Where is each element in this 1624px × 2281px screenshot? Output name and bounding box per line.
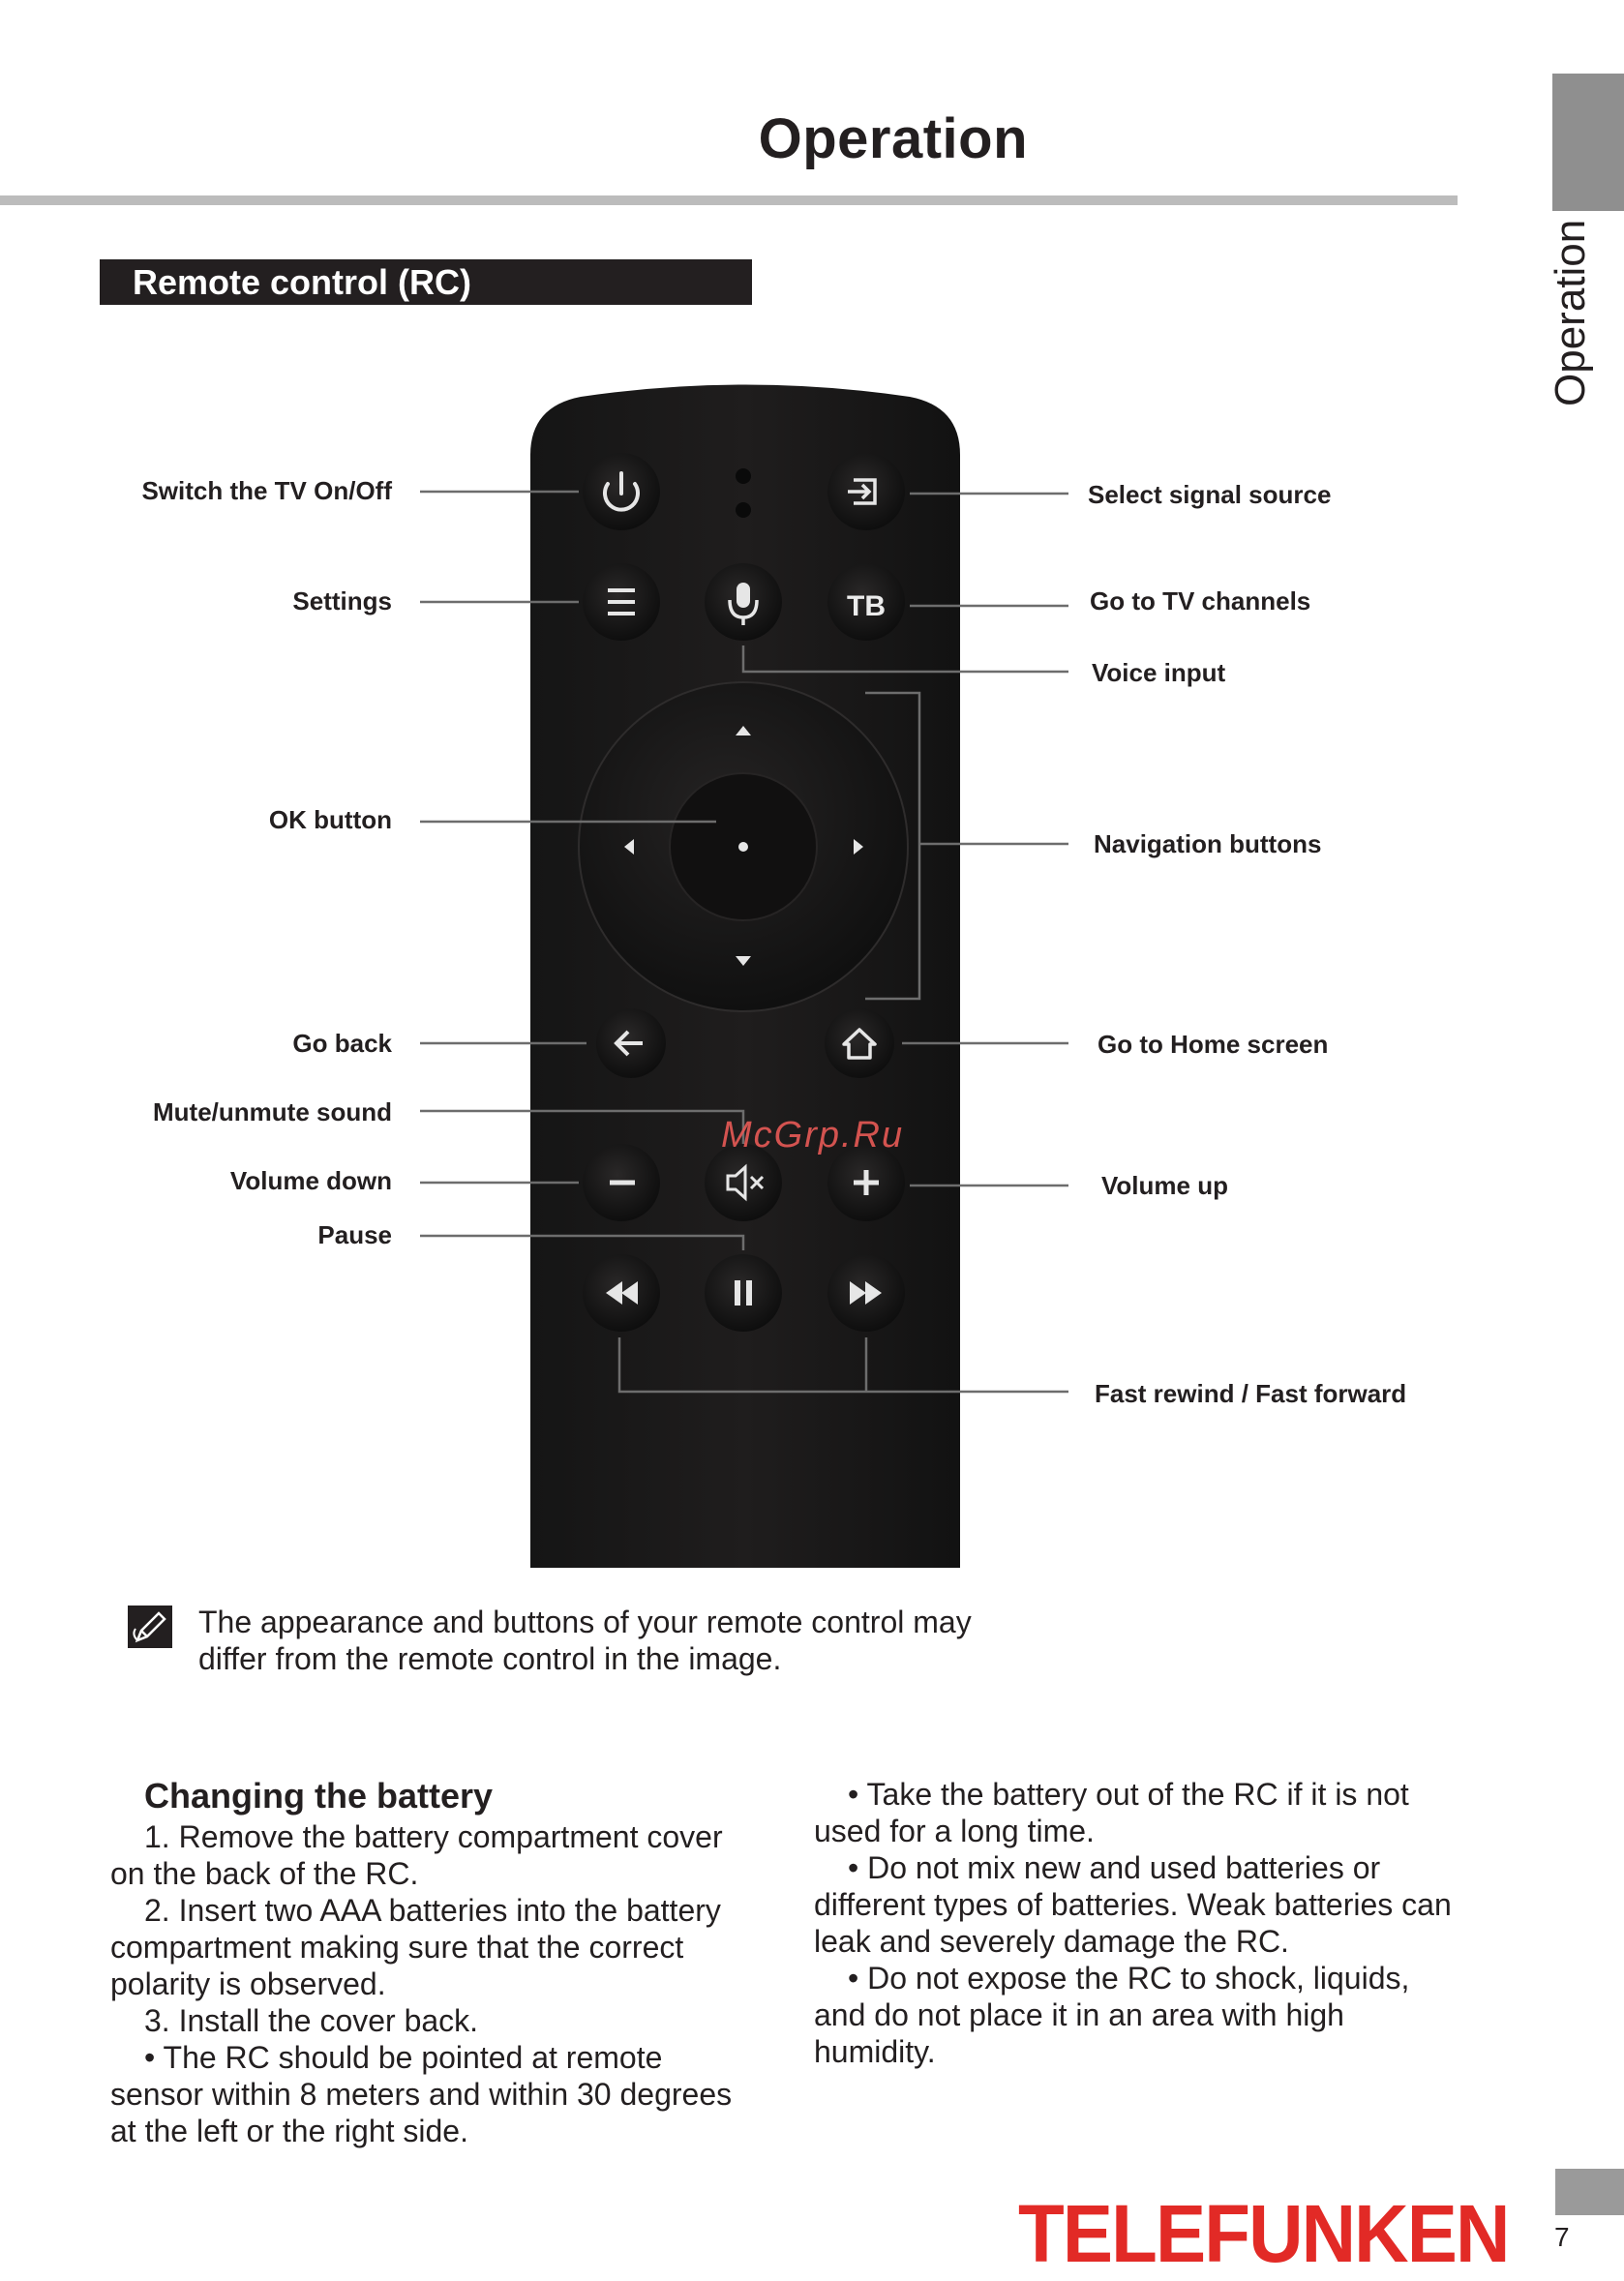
battery-text: humidity. <box>814 2033 1472 2070</box>
battery-text: on the back of the RC. <box>110 1855 749 1892</box>
battery-text: and do not place it in an area with high <box>814 1996 1472 2033</box>
label-ok: OK button <box>5 805 392 835</box>
rewind-button <box>583 1254 660 1332</box>
note-line: The appearance and buttons of your remot… <box>198 1604 1069 1640</box>
label-rewind-forward: Fast rewind / Fast forward <box>1095 1379 1406 1409</box>
battery-text: • Do not expose the RC to shock, liquids… <box>814 1960 1472 1996</box>
battery-text: 3. Install the cover back. <box>110 2002 749 2039</box>
source-button <box>827 453 905 530</box>
tv-button: TB <box>827 563 905 641</box>
battery-column-2: • Take the battery out of the RC if it i… <box>814 1776 1472 2070</box>
home-button <box>825 1008 894 1078</box>
label-navigation: Navigation buttons <box>1094 829 1321 859</box>
battery-column-1: Changing the battery 1. Remove the batte… <box>110 1776 749 2149</box>
label-home: Go to Home screen <box>1098 1030 1328 1060</box>
volume-down-button <box>583 1144 660 1221</box>
battery-text: at the left or the right side. <box>110 2113 749 2149</box>
note-pencil-icon <box>128 1606 172 1648</box>
battery-text: used for a long time. <box>814 1813 1472 1849</box>
pause-button <box>705 1254 782 1332</box>
voice-button <box>705 563 782 641</box>
fast-forward-button <box>827 1254 905 1332</box>
label-volume-down: Volume down <box>5 1166 392 1196</box>
label-settings: Settings <box>5 586 392 616</box>
battery-text: • The RC should be pointed at remote <box>110 2039 749 2076</box>
label-back: Go back <box>5 1029 392 1059</box>
battery-text: • Take the battery out of the RC if it i… <box>814 1776 1472 1813</box>
note-line: differ from the remote control in the im… <box>198 1640 1069 1677</box>
battery-text: • Do not mix new and used batteries or <box>814 1849 1472 1886</box>
navigation-pad <box>579 682 908 1011</box>
label-voice: Voice input <box>1092 658 1225 688</box>
remote-control-illustration: TB <box>0 0 1624 1597</box>
label-source: Select signal source <box>1088 480 1331 510</box>
battery-text: polarity is observed. <box>110 1966 749 2002</box>
watermark: McGrp.Ru <box>721 1115 904 1156</box>
battery-text: 1. Remove the battery compartment cover <box>110 1818 749 1855</box>
label-power: Switch the TV On/Off <box>5 476 392 506</box>
power-button <box>583 453 660 530</box>
label-tv-channels: Go to TV channels <box>1090 586 1310 616</box>
note-text: The appearance and buttons of your remot… <box>198 1604 1069 1677</box>
brand-logo: TELEFUNKEN <box>1018 2187 1509 2281</box>
battery-text: leak and severely damage the RC. <box>814 1923 1472 1960</box>
label-pause: Pause <box>5 1220 392 1250</box>
battery-text: 2. Insert two AAA batteries into the bat… <box>110 1892 749 1929</box>
page-number: 7 <box>1554 2222 1570 2253</box>
back-button <box>596 1008 666 1078</box>
side-tab-marker-bottom <box>1555 2169 1624 2215</box>
label-volume-up: Volume up <box>1101 1171 1228 1201</box>
battery-text: compartment making sure that the correct <box>110 1929 749 1966</box>
battery-text: different types of batteries. Weak batte… <box>814 1886 1472 1923</box>
settings-button <box>583 563 660 641</box>
label-mute: Mute/unmute sound <box>5 1097 392 1127</box>
tv-button-label: TB <box>847 590 886 622</box>
battery-heading: Changing the battery <box>110 1776 749 1816</box>
battery-text: sensor within 8 meters and within 30 deg… <box>110 2076 749 2113</box>
